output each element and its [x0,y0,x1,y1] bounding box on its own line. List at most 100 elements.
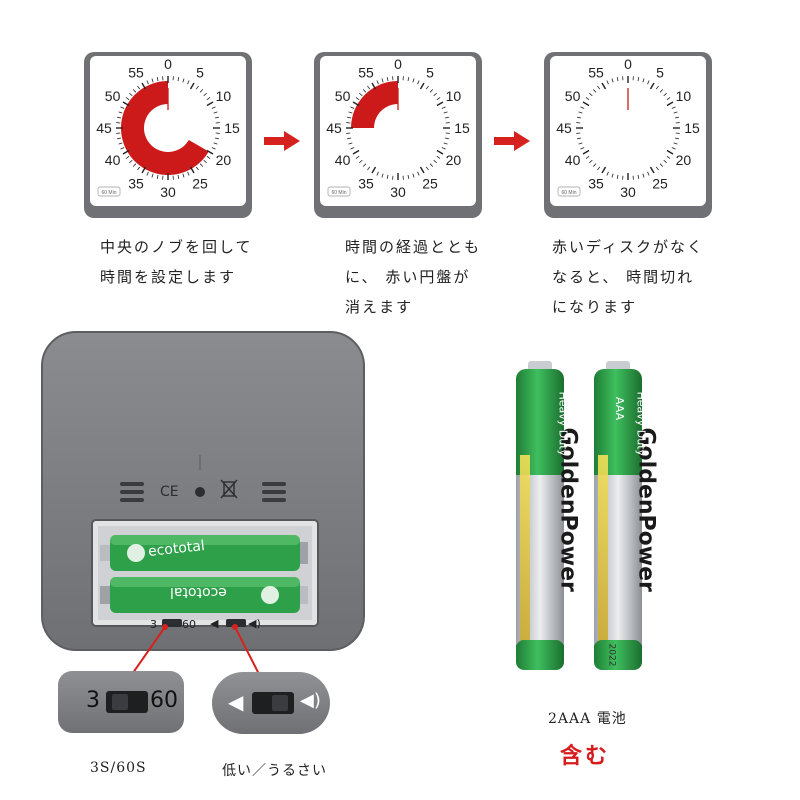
dial-tick [441,147,446,150]
dial-tick [417,171,420,176]
dial-tick [637,77,640,82]
dial-tick [589,159,593,164]
dial-tick [132,163,137,167]
dial-tick [132,89,137,93]
zoom-switch-slot [106,691,148,713]
duration-badge: 60 Min [101,190,116,196]
speaker-high-icon: ◀) [300,690,321,711]
dial-tick [407,77,410,82]
dial-tick [578,142,583,145]
dial-tick [122,101,130,107]
dial-tick [611,78,614,83]
dial-label: 45 [556,120,572,136]
ce-mark: CE [160,484,179,500]
dial-label: 50 [105,88,121,104]
dial-tick [195,85,199,90]
speaker-low-icon: ◀ [228,690,244,714]
dial-tick [146,80,149,85]
dial-tick [412,78,415,83]
dial-tick [367,166,371,171]
dial-label: 0 [394,56,402,72]
dial-tick [199,163,204,167]
dial-tick [206,101,214,107]
dial-tick [214,116,219,119]
dial-tick [206,155,211,159]
dial-tick [206,97,211,101]
dial-tick [616,174,619,179]
dial-tick [189,166,195,174]
dial-label: 10 [446,88,462,104]
dial-tick [348,142,353,145]
aaa-batteries [516,361,642,670]
dial-label: 55 [588,65,604,81]
dial-label: 40 [335,152,351,168]
battery-size: AAA [613,396,627,421]
dial-label: 5 [426,65,434,81]
dial-tick [436,97,441,101]
dial-tick [141,82,147,90]
dial-tick [146,171,149,176]
dial-label: 5 [196,65,204,81]
included-label: 含む [560,743,611,769]
dial-tick [425,85,429,90]
dial-tick [433,92,437,97]
timer-back-panel [41,331,365,651]
dial-label: 20 [446,152,462,168]
dial-tick [585,97,590,101]
dial-tick [151,78,154,83]
dial-tick [655,166,659,171]
dial-tick [443,111,448,114]
dial-tick [666,97,671,101]
dial-label: 0 [164,56,172,72]
dial-tick [362,89,367,93]
dial-tick [436,149,444,155]
dial-label: 30 [620,184,636,200]
dial-tick [182,78,185,83]
dial-tick [616,77,619,82]
dial-label: 0 [624,56,632,72]
zoom-volume-switch: ◀ ◀) [212,672,330,734]
dial-tick [381,78,384,83]
dial-tick [407,174,410,179]
dial-tick [156,174,159,179]
dial-tick [182,173,185,178]
dial-tick [129,159,133,164]
dial-tick [444,116,449,119]
dial-tick [436,155,441,159]
dial-tick [117,116,122,119]
dial-tick [137,166,141,171]
dial-label: 30 [160,184,176,200]
dial-tick [419,166,425,174]
dial-label: 30 [390,184,406,200]
dial-tick [371,166,377,174]
dial-tick [151,173,154,178]
dial-tick [347,116,352,119]
dial-tick [376,171,379,176]
dial-tick [425,166,429,171]
dial-tick [601,82,607,90]
dial-tick [120,147,125,150]
dial-tick [213,142,218,145]
dial-tick [606,80,609,85]
battery-1 [516,361,564,670]
dial-tick [578,111,583,114]
dial-tick [580,147,585,150]
dial-tick [355,97,360,101]
dial-tick [118,142,123,145]
dial-label: 50 [335,88,351,104]
dial-tick [122,149,130,155]
dial-tick [359,92,363,97]
dial-tick [156,77,159,82]
switch-label-60: 60 [182,618,196,631]
zoom-volume-slot [252,692,294,714]
dial-tick [118,111,123,114]
dial-tick [674,116,679,119]
dial-tick [597,166,601,171]
dial-tick [666,101,674,107]
dial-tick [214,137,219,140]
arrow-right-icon [494,131,530,151]
dial-tick [577,116,582,119]
dial-tick [606,171,609,176]
dial-tick [429,163,434,167]
dial-tick [659,89,664,93]
